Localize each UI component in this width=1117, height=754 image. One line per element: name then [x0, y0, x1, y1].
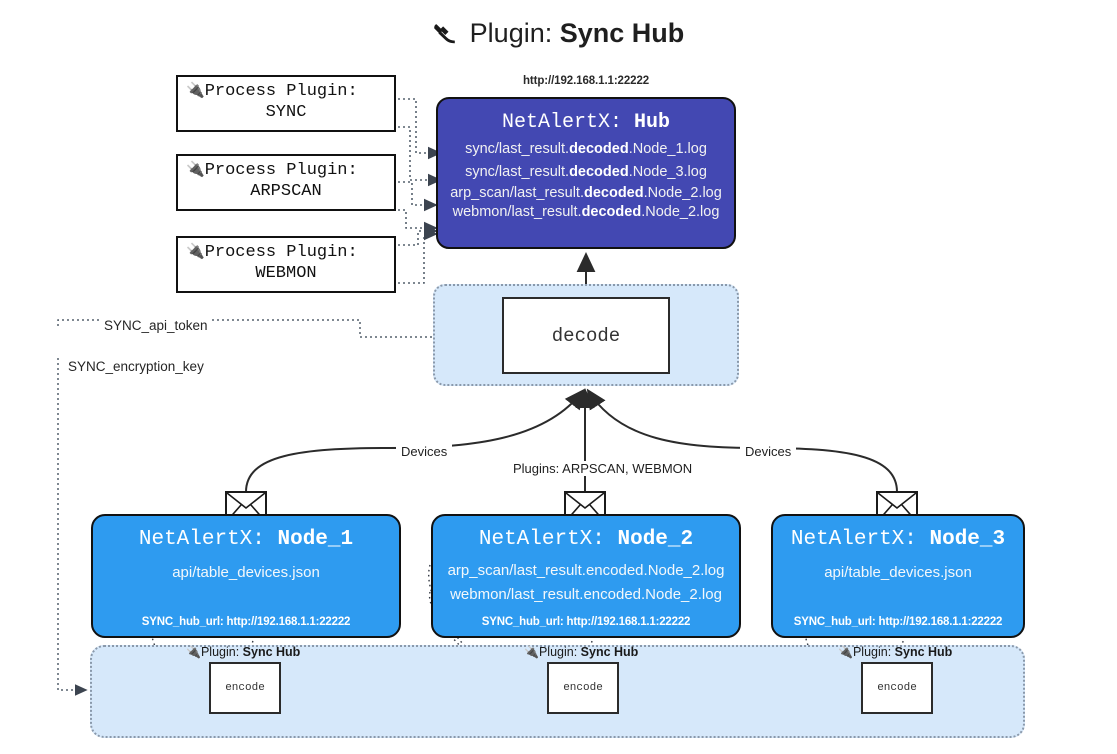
encode-box-3[interactable]: encode — [861, 662, 933, 714]
band-plugin-label-1: 🔌Plugin: Sync Hub — [186, 645, 301, 659]
hub-title: NetAlertX: Hub — [501, 111, 671, 134]
process-plugin-arpscan-line2: ARPSCAN — [250, 181, 322, 201]
process-plugin-sync-line2: SYNC — [265, 102, 307, 122]
hub-log-line: webmon/last_result.decoded.Node_2.log — [452, 204, 720, 220]
hub-url-label: http://192.168.1.1:22222 — [522, 75, 650, 87]
page-title: Plugin: Sync Hub — [0, 18, 1117, 49]
node-box-node-2[interactable]: NetAlertX: Node_2 arp_scan/last_result.e… — [431, 514, 741, 638]
node-box-node-3[interactable]: NetAlertX: Node_3 api/table_devices.json… — [771, 514, 1025, 638]
process-plugin-sync[interactable]: 🔌Process Plugin: SYNC — [176, 75, 396, 132]
page-title-prefix: Plugin: — [469, 18, 553, 48]
plug-icon: 🔌 — [838, 645, 853, 659]
node-title: NetAlertX: Node_2 — [478, 528, 694, 551]
node-title: NetAlertX: Node_1 — [138, 528, 354, 551]
node-title: NetAlertX: Node_3 — [790, 528, 1006, 551]
node-footer: SYNC_hub_url: http://192.168.1.1:22222 — [481, 616, 691, 628]
hub-node[interactable]: NetAlertX: Hub sync/last_result.decoded.… — [436, 97, 736, 249]
encode-box-1[interactable]: encode — [209, 662, 281, 714]
plug-icon: 🔌 — [186, 244, 205, 261]
node-footer: SYNC_hub_url: http://192.168.1.1:22222 — [793, 616, 1003, 628]
plug-icon — [433, 20, 466, 48]
process-plugin-arpscan-line1: 🔌Process Plugin: — [186, 161, 358, 180]
node-line: api/table_devices.json — [172, 564, 320, 581]
plug-icon: 🔌 — [186, 162, 205, 179]
plug-icon: 🔌 — [524, 645, 539, 659]
hub-log-line: arp_scan/last_result.decoded.Node_2.log — [450, 185, 722, 201]
edge-label-devices-left: Devices — [396, 444, 453, 459]
node-box-node-1[interactable]: NetAlertX: Node_1 api/table_devices.json… — [91, 514, 401, 638]
process-plugin-webmon-line1: 🔌Process Plugin: — [186, 243, 358, 262]
sync-encryption-key-label: SYNC_encryption_key — [64, 359, 208, 374]
edge-label-plugins-center: Plugins: ARPSCAN, WEBMON — [508, 461, 698, 476]
sync-api-token-label: SYNC_api_token — [100, 318, 212, 333]
band-plugin-label-2: 🔌Plugin: Sync Hub — [524, 645, 639, 659]
hub-log-line: sync/last_result.decoded.Node_1.log — [465, 141, 707, 157]
hub-log-line: sync/last_result.decoded.Node_3.log — [465, 164, 707, 180]
encode-box-2[interactable]: encode — [547, 662, 619, 714]
band-plugin-label-3: 🔌Plugin: Sync Hub — [838, 645, 953, 659]
node-footer: SYNC_hub_url: http://192.168.1.1:22222 — [141, 616, 351, 628]
process-plugin-webmon-line2: WEBMON — [255, 263, 317, 283]
edge-label-devices-right: Devices — [740, 444, 797, 459]
node-line: webmon/last_result.encoded.Node_2.log — [450, 586, 722, 603]
process-plugin-arpscan[interactable]: 🔌Process Plugin: ARPSCAN — [176, 154, 396, 211]
plug-icon: 🔌 — [186, 645, 201, 659]
node-line: api/table_devices.json — [824, 564, 972, 581]
process-plugin-webmon[interactable]: 🔌Process Plugin: WEBMON — [176, 236, 396, 293]
process-plugin-sync-line1: 🔌Process Plugin: — [186, 82, 358, 101]
node-line: arp_scan/last_result.encoded.Node_2.log — [447, 562, 725, 579]
page-title-name: Sync Hub — [559, 18, 685, 48]
decode-box[interactable]: decode — [502, 297, 670, 374]
plug-icon: 🔌 — [186, 83, 205, 100]
